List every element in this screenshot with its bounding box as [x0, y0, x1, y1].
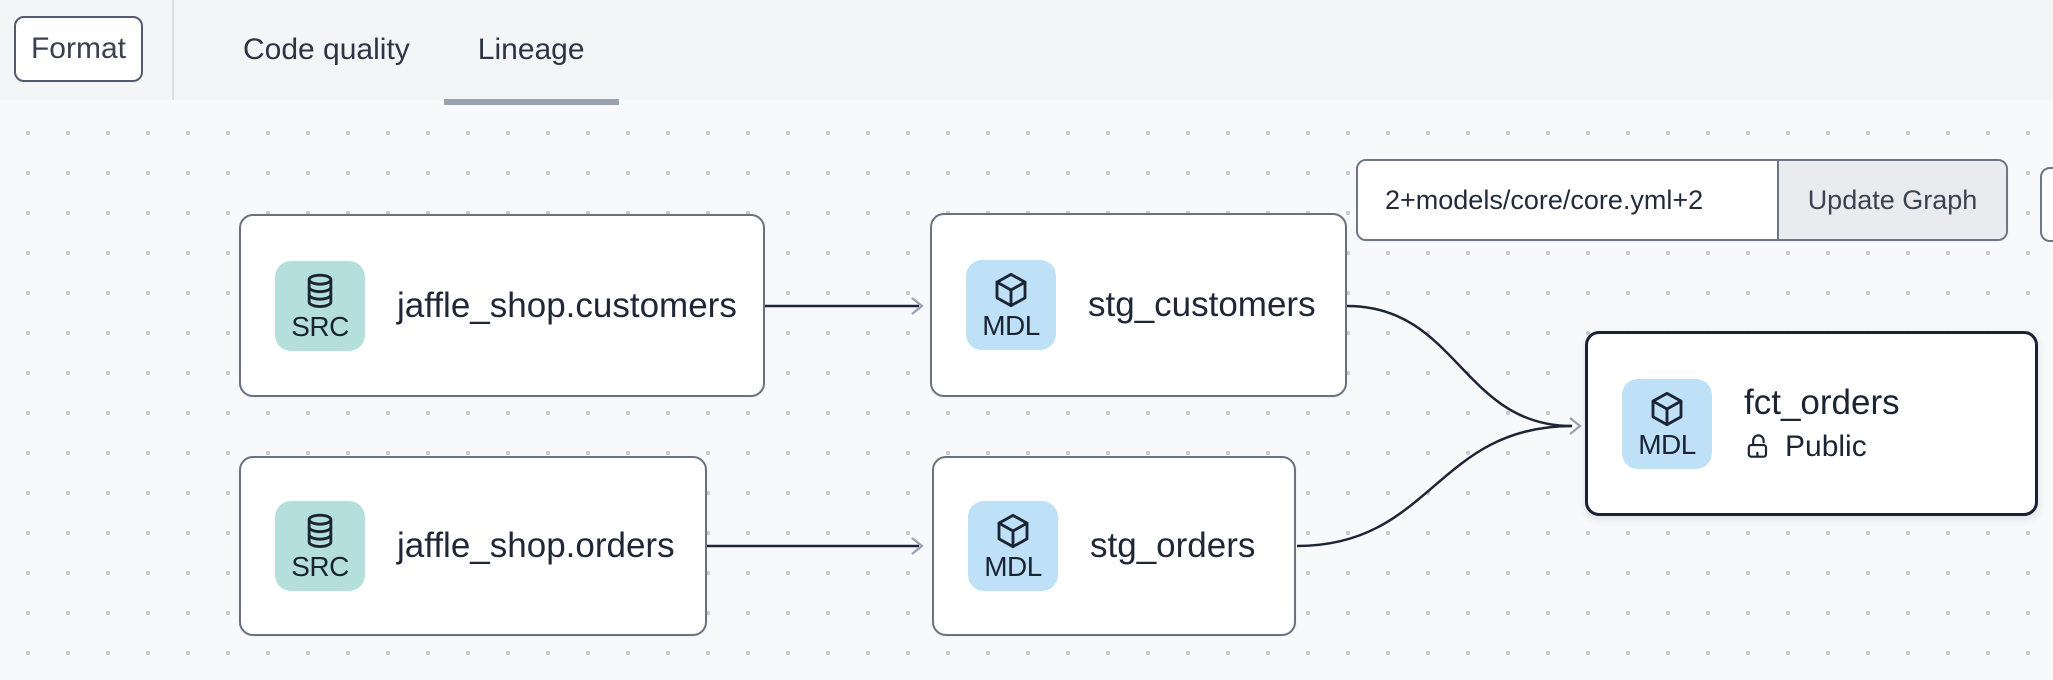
tab-label: Code quality	[243, 33, 410, 66]
tab-label: Lineage	[477, 33, 585, 66]
lineage-node-jaffle-shop-customers[interactable]: SRC jaffle_shop.customers	[239, 214, 765, 397]
active-tab-underline	[443, 99, 619, 105]
unlock-icon	[1747, 434, 1768, 458]
panel-tabs: Code quality Lineage	[209, 0, 619, 105]
format-button[interactable]: Format	[14, 16, 143, 82]
access-row: Public	[1744, 430, 1900, 464]
cube-icon	[997, 513, 1029, 549]
badge-label: MDL	[982, 310, 1040, 341]
panel-toolbar: Format Code quality Lineage	[0, 0, 2053, 105]
edge-arrowhead	[911, 537, 924, 555]
model-type-badge: MDL	[966, 260, 1056, 350]
lineage-node-stg-customers[interactable]: MDL stg_customers	[930, 213, 1347, 397]
node-label: jaffle_shop.customers	[397, 285, 737, 325]
node-label: stg_customers	[1088, 285, 1316, 324]
edge-stg-orders-to-fct-orders[interactable]	[1296, 424, 1573, 548]
lineage-node-stg-orders[interactable]: MDL stg_orders	[932, 456, 1296, 636]
cube-icon	[1651, 391, 1683, 426]
database-icon	[307, 273, 333, 308]
cropped-right-button[interactable]	[2040, 167, 2053, 242]
update-graph-button[interactable]: Update Graph	[1777, 161, 2006, 239]
badge-label: SRC	[291, 551, 349, 582]
edge-arrowhead	[911, 297, 924, 315]
node-body: fct_orders Public	[1744, 383, 1900, 463]
edge-stg-customers-to-fct-orders[interactable]	[1346, 304, 1573, 428]
edge-arrowhead	[1569, 417, 1582, 435]
cube-icon	[995, 272, 1027, 308]
tab-lineage[interactable]: Lineage	[443, 0, 619, 105]
toolbar-divider	[172, 0, 174, 100]
tab-code-quality[interactable]: Code quality	[209, 0, 444, 100]
lineage-selector-input[interactable]	[1358, 161, 1777, 239]
lineage-selector-group: Update Graph	[1356, 159, 2008, 241]
node-label: jaffle_shop.orders	[397, 526, 675, 565]
model-type-badge: MDL	[968, 501, 1058, 591]
badge-label: MDL	[1638, 428, 1696, 460]
model-type-badge: MDL	[1622, 378, 1712, 469]
badge-label: MDL	[984, 551, 1042, 582]
source-type-badge: SRC	[275, 260, 365, 351]
node-label: fct_orders	[1744, 383, 1900, 423]
node-label: stg_orders	[1090, 526, 1256, 565]
access-label: Public	[1785, 429, 1867, 463]
source-type-badge: SRC	[275, 501, 365, 591]
database-icon	[307, 513, 333, 548]
badge-label: SRC	[291, 310, 349, 342]
lineage-node-fct-orders[interactable]: MDL fct_orders Public	[1585, 331, 2038, 516]
lineage-node-jaffle-shop-orders[interactable]: SRC jaffle_shop.orders	[239, 456, 707, 636]
